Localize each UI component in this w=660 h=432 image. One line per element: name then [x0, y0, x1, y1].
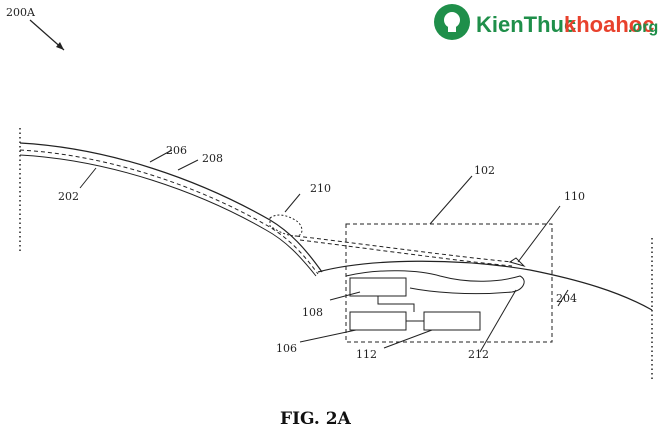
- box-112: [423, 311, 481, 331]
- element-110-marker: [508, 257, 526, 268]
- box-106: [349, 311, 407, 331]
- device-outline: [345, 270, 525, 295]
- label-212: 212: [468, 348, 489, 361]
- element-210-blob: [269, 214, 303, 237]
- leader-102: [429, 175, 473, 225]
- watermark-name-accent: khoahoc: [564, 12, 654, 37]
- dashed-box-102: [345, 223, 553, 343]
- leader-106: [299, 329, 357, 343]
- label-110: 110: [564, 190, 585, 203]
- leader-202: [79, 167, 97, 189]
- label-210: 210: [310, 182, 331, 195]
- leader-204: [557, 289, 569, 307]
- label-208: 208: [202, 152, 223, 165]
- watermark-name: KienThuc: [476, 12, 576, 37]
- label-204: 204: [556, 292, 577, 305]
- label-206: 206: [166, 144, 187, 157]
- leader-206: [149, 149, 173, 163]
- curve-208-solid: [19, 154, 317, 277]
- ref-200a-arrow: [29, 19, 65, 51]
- lightbulb-bulb-icon: [444, 12, 460, 28]
- curve-204: [317, 260, 653, 311]
- leader-210: [284, 193, 301, 213]
- label-112: 112: [356, 348, 377, 361]
- watermark: KienThuc khoahoc .org: [434, 4, 658, 40]
- curve-202-solid: [19, 142, 323, 273]
- leader-208: [177, 159, 199, 171]
- label-202: 202: [58, 190, 79, 203]
- leader-110: [517, 205, 561, 263]
- label-200a: 200A: [6, 6, 36, 19]
- connector-dashed-2: [299, 239, 513, 267]
- label-102: 102: [474, 164, 495, 177]
- watermark-domain: .org: [628, 19, 658, 36]
- leader-212: [479, 289, 517, 353]
- label-106: 106: [276, 342, 297, 355]
- box-108: [349, 277, 407, 297]
- wire-108-106: [377, 296, 415, 312]
- label-108: 108: [302, 306, 323, 319]
- leader-108: [329, 291, 361, 301]
- figure-title: FIG. 2A: [280, 409, 352, 429]
- curve-206-dashed: [19, 149, 319, 275]
- lightbulb-base-icon: [448, 27, 456, 32]
- leader-112: [383, 329, 433, 349]
- connector-dashed: [295, 235, 513, 263]
